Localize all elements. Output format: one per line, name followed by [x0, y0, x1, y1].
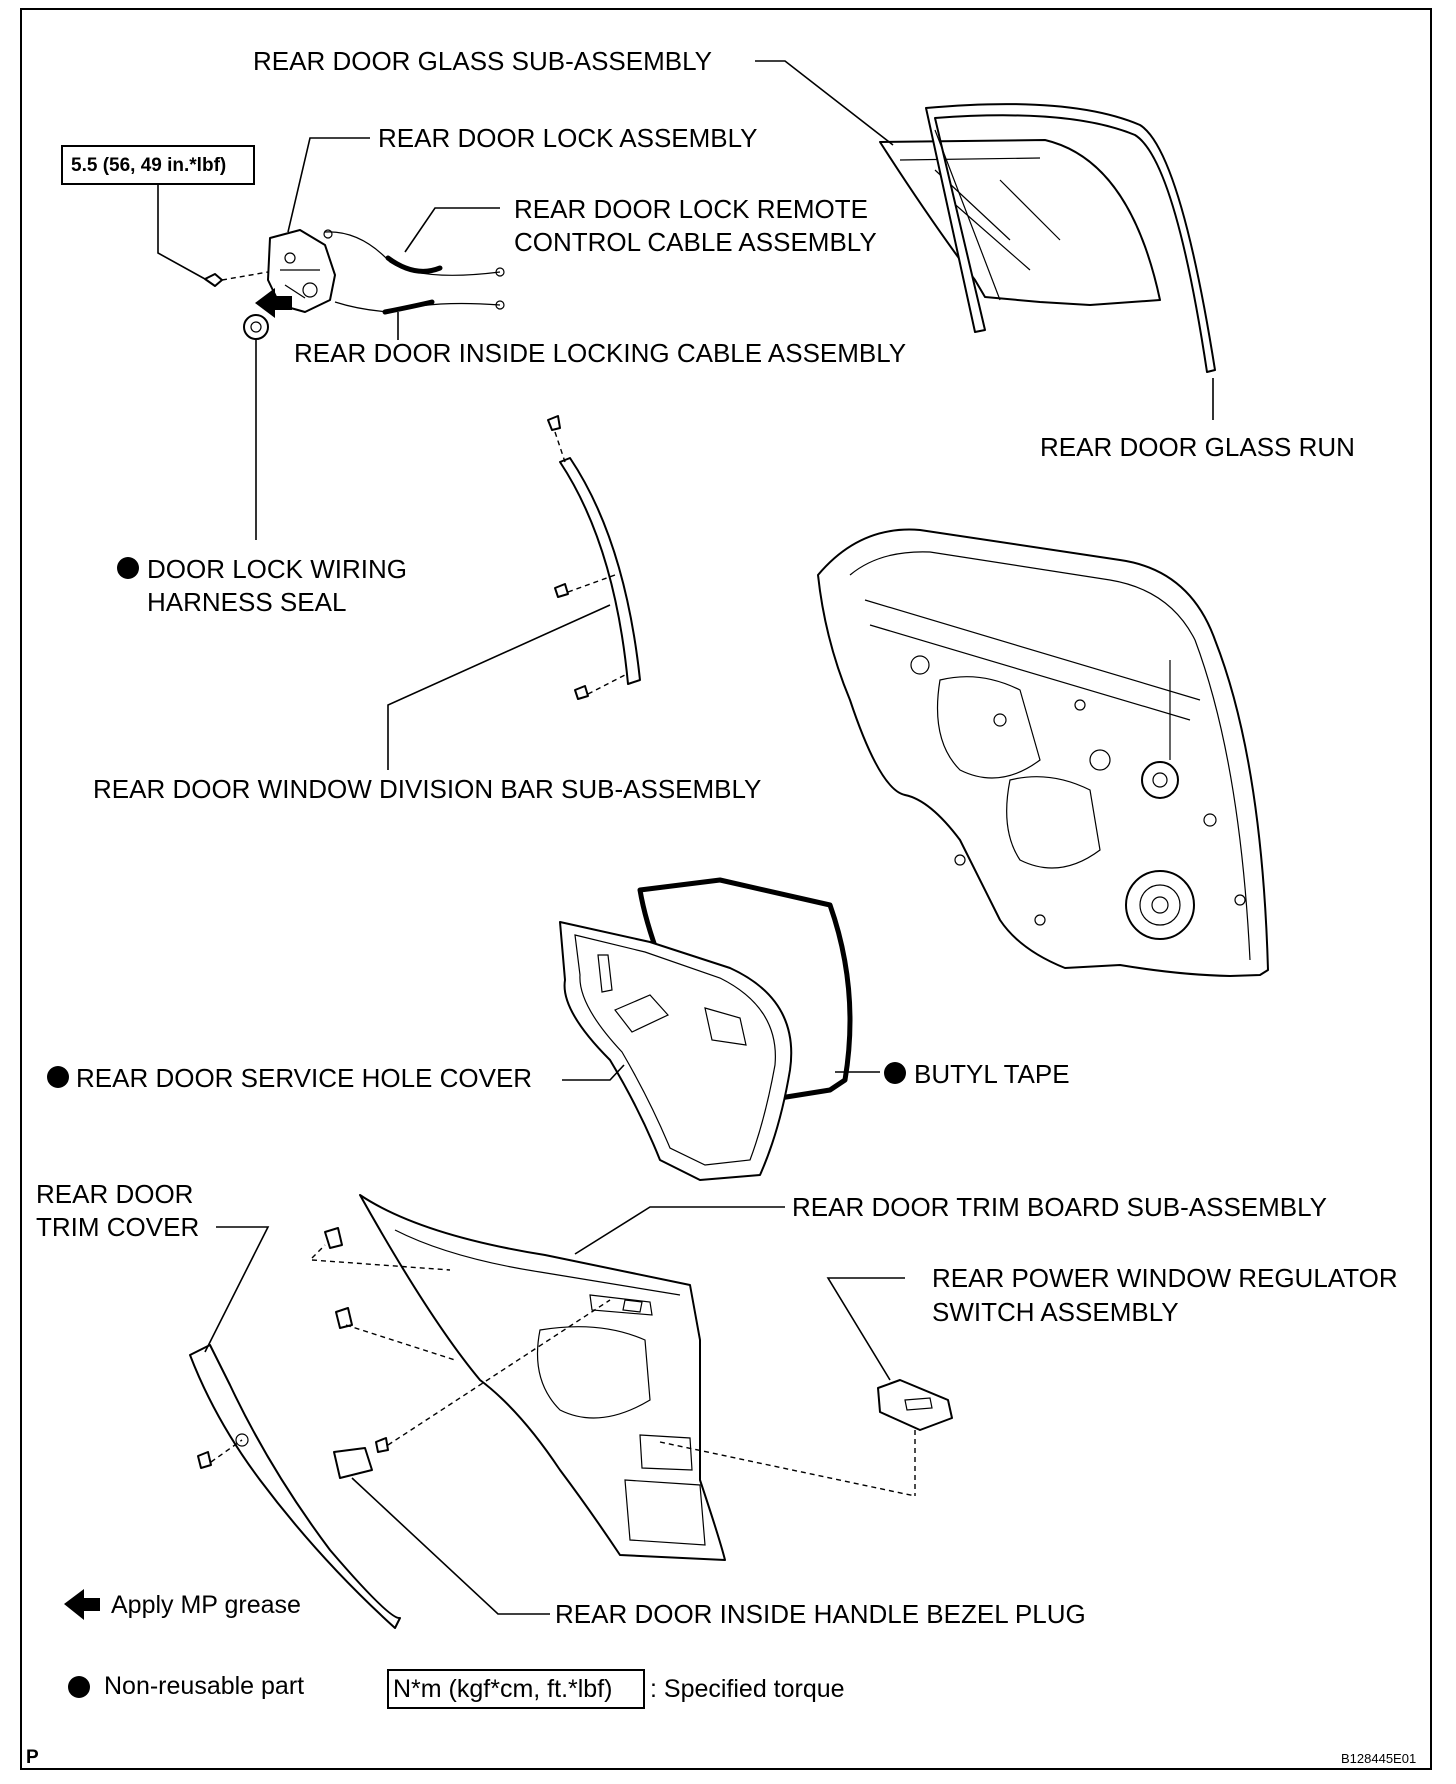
non-reusable-marker-butyl-tape [884, 1062, 906, 1084]
rear-door-glass-run [925, 103, 1216, 373]
rear-power-window-regulator-switch-part [659, 1379, 953, 1497]
rear-door-glass-sub-assembly [879, 139, 1161, 306]
label-remote-cable-line1: REAR DOOR LOCK REMOTE [514, 194, 868, 224]
torque-legend-box [387, 1669, 645, 1709]
legend-grease: Apply MP grease [111, 1591, 301, 1619]
leader-bezel-plug [351, 1477, 550, 1615]
corner-letter: P [26, 1747, 39, 1768]
label-glass-run: REAR DOOR GLASS RUN [1040, 432, 1355, 462]
label-service-hole-cover: REAR DOOR SERVICE HOLE COVER [76, 1063, 532, 1093]
rear-door-lock-remote-control-cable [323, 229, 505, 277]
rear-door-trim-cover-part [189, 1344, 401, 1629]
rear-door-window-division-bar [547, 415, 641, 700]
leader-torque [157, 182, 206, 280]
trim-board-clips [311, 1227, 611, 1453]
diagram-frame [20, 8, 1432, 1770]
legend-non-reusable: Non-reusable part [104, 1672, 304, 1700]
non-reusable-marker-service-hole-cover [47, 1066, 69, 1088]
leader-lock [287, 137, 370, 233]
label-butyl-tape: BUTYL TAPE [914, 1059, 1070, 1089]
label-division-bar: REAR DOOR WINDOW DIVISION BAR SUB-ASSEMB… [93, 774, 761, 804]
grease-arrow-on-lock [255, 288, 292, 318]
leader-service-hole-cover [562, 1064, 625, 1081]
rear-door-panel [817, 528, 1269, 977]
rear-door-lock-assembly [267, 229, 336, 313]
label-harness-seal-line2: HARNESS SEAL [147, 587, 346, 617]
label-trim-cover-line2: TRIM COVER [36, 1212, 199, 1242]
label-lock-assembly: REAR DOOR LOCK ASSEMBLY [378, 123, 758, 153]
leader-division-bar [387, 604, 611, 770]
rear-door-trim-board-part [359, 1194, 726, 1561]
label-switch-line1: REAR POWER WINDOW REGULATOR [932, 1263, 1398, 1293]
rear-door-service-hole-cover-part [559, 921, 793, 1181]
legend-torque-box-text: N*m (kgf*cm, ft.*lbf) [393, 1675, 612, 1703]
leader-remote-cable [404, 207, 500, 253]
label-harness-seal-line1: DOOR LOCK WIRING [147, 554, 407, 584]
lock-bolt [204, 271, 269, 287]
label-remote-cable-line2: CONTROL CABLE ASSEMBLY [514, 227, 877, 257]
label-bezel-plug: REAR DOOR INSIDE HANDLE BEZEL PLUG [555, 1599, 1086, 1629]
rear-door-inside-locking-cable [334, 299, 505, 315]
label-trim-board: REAR DOOR TRIM BOARD SUB-ASSEMBLY [792, 1192, 1327, 1222]
leader-trim-board [574, 1206, 785, 1255]
non-reusable-icon [68, 1676, 90, 1698]
leader-glass [755, 60, 894, 146]
leader-switch [826, 1277, 905, 1381]
grease-arrow-icon [64, 1589, 100, 1620]
legend: Apply MP grease Non-reusable part N*m (k… [64, 1589, 845, 1709]
leader-trim-cover [204, 1226, 270, 1353]
figure-code: B128445E01 [1341, 1751, 1416, 1766]
rear-door-inside-handle-bezel-plug-part [333, 1447, 373, 1479]
legend-torque-desc: : Specified torque [650, 1675, 845, 1703]
non-reusable-marker-harness-seal [117, 557, 139, 579]
label-trim-cover-line1: REAR DOOR [36, 1179, 193, 1209]
torque-value-box [61, 145, 255, 185]
door-lock-wiring-harness-seal-part [243, 314, 269, 340]
label-torque-value: 5.5 (56, 49 in.*lbf) [71, 155, 226, 176]
label-switch-line2: SWITCH ASSEMBLY [932, 1297, 1179, 1327]
label-glass-sub-assembly: REAR DOOR GLASS SUB-ASSEMBLY [253, 46, 712, 76]
label-locking-cable: REAR DOOR INSIDE LOCKING CABLE ASSEMBLY [294, 338, 906, 368]
